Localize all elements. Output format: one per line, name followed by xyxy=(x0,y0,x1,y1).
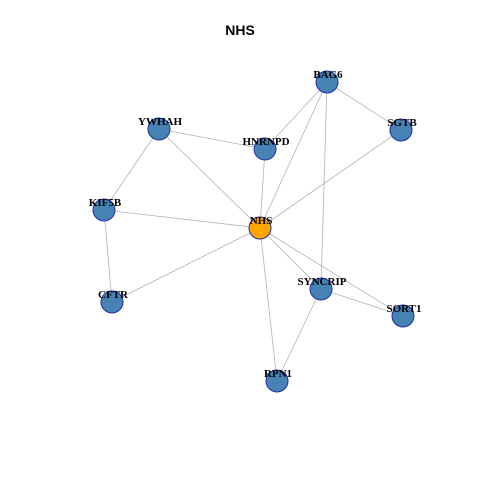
edge-ywhah-hnrnpd xyxy=(158,128,266,150)
node-circle-ywhah xyxy=(147,117,171,141)
edge-nhs-sort1 xyxy=(259,227,404,317)
edge-kif5b-cftr xyxy=(103,209,113,303)
node-sort1: SORT1 xyxy=(386,303,422,328)
node-nhs: NHS xyxy=(248,215,273,240)
node-circle-syncrip xyxy=(309,277,333,301)
node-label-nhs: NHS xyxy=(250,215,273,227)
edge-bag6-hnrnpd xyxy=(264,81,328,150)
node-kif5b: KIF5B xyxy=(89,197,122,222)
node-label-kif5b: KIF5B xyxy=(89,197,122,209)
edge-nhs-bag6 xyxy=(259,81,328,229)
node-label-sgtb: SGTB xyxy=(387,117,417,129)
node-bag6: BAG6 xyxy=(313,69,343,94)
edge-nhs-sgtb xyxy=(259,129,402,229)
edge-nhs-ywhah xyxy=(158,128,261,229)
node-circle-hnrnpd xyxy=(253,137,277,161)
node-sgtb: SGTB xyxy=(387,117,417,142)
edge-nhs-cftr xyxy=(111,227,261,303)
edge-bag6-syncrip xyxy=(320,81,328,290)
node-circle-rpn1 xyxy=(265,369,289,393)
node-label-ywhah: YWHAH xyxy=(138,116,182,128)
node-label-hnrnpd: HNRNPD xyxy=(242,136,289,148)
edge-ywhah-kif5b xyxy=(103,128,160,211)
diagram-title: NHS xyxy=(225,22,255,38)
node-circle-bag6 xyxy=(315,70,339,94)
node-label-rpn1: RPN1 xyxy=(264,368,292,380)
node-hnrnpd: HNRNPD xyxy=(242,136,290,161)
edge-syncrip-rpn1 xyxy=(276,288,322,382)
node-circle-kif5b xyxy=(92,198,116,222)
node-circle-sgtb xyxy=(389,118,413,142)
node-ywhah: YWHAH xyxy=(138,116,182,141)
node-label-cftr: CFTR xyxy=(98,289,129,301)
node-circle-cftr xyxy=(100,290,124,314)
node-circle-nhs xyxy=(248,216,272,240)
edge-nhs-syncrip xyxy=(259,227,322,290)
node-syncrip: SYNCRIP xyxy=(298,276,347,301)
node-cftr: CFTR xyxy=(98,289,129,314)
edge-nhs-hnrnpd xyxy=(259,148,266,229)
node-circle-sort1 xyxy=(391,304,415,328)
node-label-syncrip: SYNCRIP xyxy=(298,276,347,288)
edge-nhs-kif5b xyxy=(103,209,261,229)
node-label-bag6: BAG6 xyxy=(313,69,343,81)
edge-syncrip-sort1 xyxy=(320,288,404,317)
edge-layer xyxy=(103,81,404,382)
edge-nhs-rpn1 xyxy=(259,227,278,382)
node-rpn1: RPN1 xyxy=(264,368,292,393)
edge-bag6-sgtb xyxy=(326,81,402,131)
node-label-sort1: SORT1 xyxy=(386,303,421,315)
